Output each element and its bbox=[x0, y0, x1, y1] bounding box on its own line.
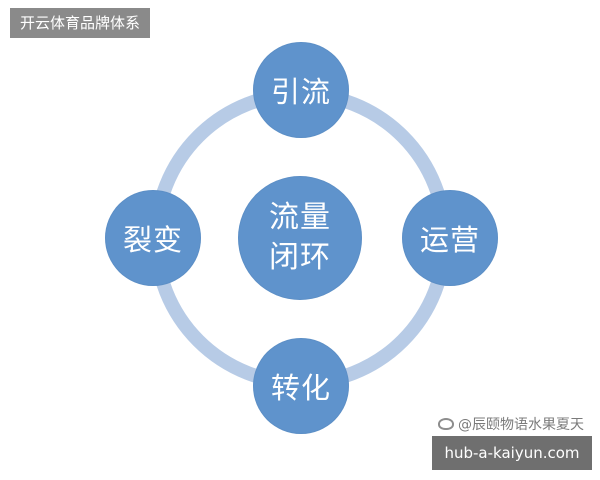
node-yunying: 运营 bbox=[402, 190, 498, 286]
url-watermark: hub-a-kaiyun.com bbox=[432, 436, 592, 470]
center-line-2: 闭环 bbox=[269, 240, 331, 275]
node-liebian-label: 裂变 bbox=[122, 223, 183, 257]
center-line-1: 流量 bbox=[269, 200, 331, 235]
node-zhuanhua-label: 转化 bbox=[270, 371, 331, 405]
center-node: 流量 闭环 bbox=[238, 176, 362, 300]
node-yinliu: 引流 bbox=[253, 42, 349, 138]
node-liebian: 裂变 bbox=[105, 190, 201, 286]
social-watermark-text: @辰颐物语水果夏天 bbox=[458, 417, 584, 433]
brand-tag: 开云体育品牌体系 bbox=[10, 8, 151, 38]
node-yunying-label: 运营 bbox=[419, 223, 480, 257]
weibo-icon bbox=[438, 418, 454, 430]
node-zhuanhua: 转化 bbox=[253, 338, 349, 434]
node-yinliu-label: 引流 bbox=[270, 75, 331, 109]
social-watermark: @辰颐物语水果夏天 bbox=[438, 414, 584, 434]
